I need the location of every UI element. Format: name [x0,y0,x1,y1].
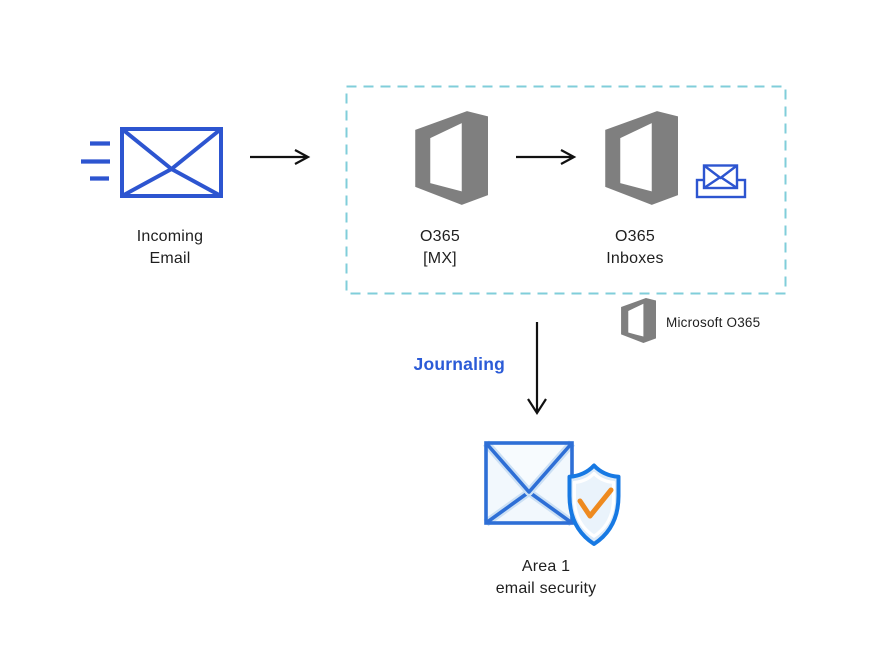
area1-label: Area 1 email security [456,556,636,600]
journaling-arrow [527,322,547,416]
area1-label-line1: Area 1 [521,558,571,575]
o365-mx-label-line1: O365 [420,228,460,245]
shield-check-icon [567,463,621,546]
o365-legend-icon [621,298,656,343]
o365-mx-label-line2: [MX] [423,250,457,267]
legend-label: Microsoft O365 [666,315,761,330]
area1-label-line2: email security [495,580,597,597]
incoming-email-icon [120,127,223,198]
incoming-email-label-line2: Email [149,250,191,267]
journaling-label: Journaling [413,354,505,374]
o365-inboxes-logo-icon [605,111,678,205]
o365-inboxes-label: O365 Inboxes [565,226,705,270]
area1-envelope-icon [483,440,575,526]
incoming-email-label-line1: Incoming [136,228,204,245]
o365-mx-logo-icon [415,111,488,205]
o365-inboxes-label-line2: Inboxes [606,250,664,267]
arrow-mx-to-inboxes [516,149,577,165]
o365-mx-label: O365 [MX] [370,226,510,270]
inbox-tray-icon [695,164,747,199]
incoming-email-label: Incoming Email [100,226,240,270]
o365-inboxes-label-line1: O365 [615,228,655,245]
speed-lines-icon [81,141,110,181]
arrow-incoming-to-mx [250,149,311,165]
